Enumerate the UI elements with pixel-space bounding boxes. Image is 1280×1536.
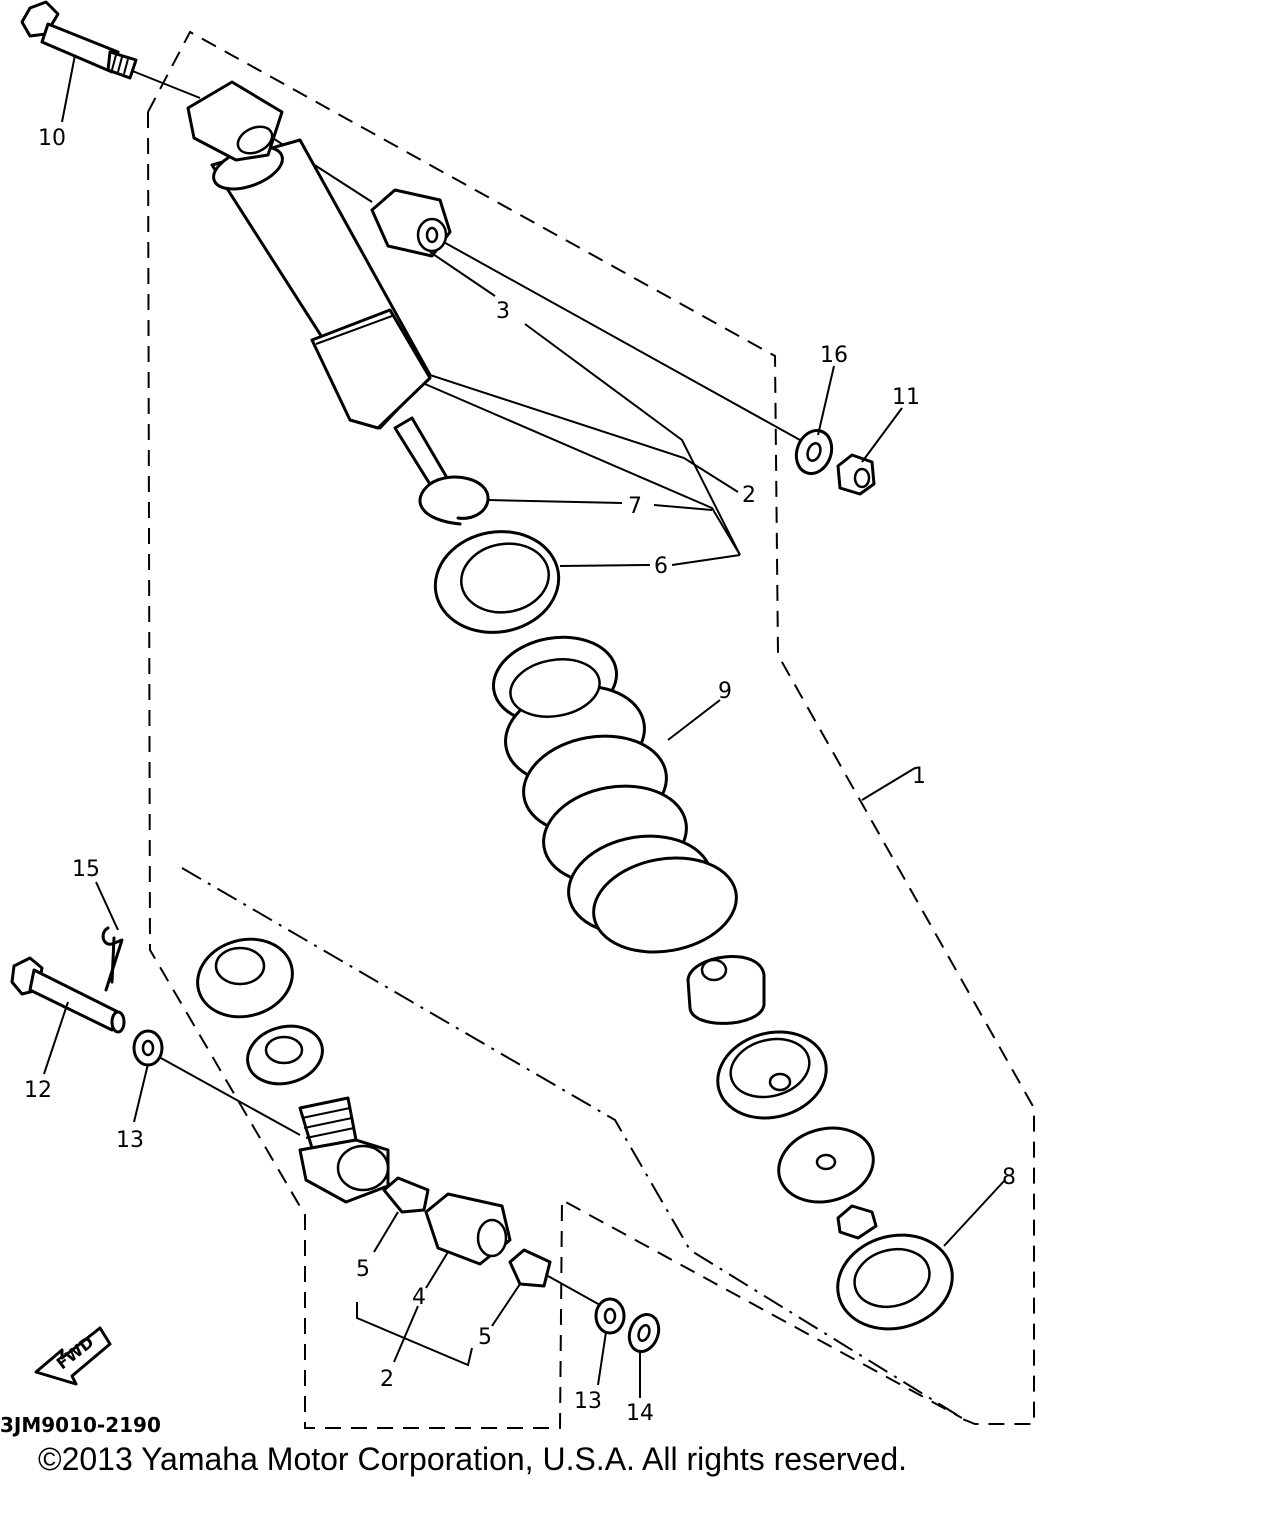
rubber-cup	[716, 1030, 828, 1120]
leader-lines	[43, 54, 1006, 1398]
upper-bolt-part-10	[20, 0, 138, 80]
callout-14: 14	[626, 1401, 654, 1426]
callout-3: 3	[496, 299, 510, 324]
callout-5-left: 5	[356, 1257, 370, 1282]
assembly-boundary	[147, 30, 1035, 1429]
copyright-notice: ©2013 Yamaha Motor Corporation, U.S.A. A…	[38, 1441, 907, 1477]
collar-part-5-left	[382, 1176, 430, 1214]
callout-12: 12	[24, 1078, 52, 1103]
callout-10: 10	[38, 126, 66, 151]
callout-2-top: 2	[742, 483, 756, 508]
collar-part-5-right	[508, 1248, 552, 1288]
callout-11: 11	[892, 385, 920, 410]
washer-part-14	[627, 1313, 661, 1353]
callout-13-right: 13	[574, 1389, 602, 1414]
callout-16: 16	[820, 343, 848, 368]
lower-bolt-axis	[149, 1051, 601, 1306]
lower-spring-seat	[196, 937, 294, 1019]
lower-lock-nut	[246, 1024, 324, 1086]
callout-2-bottom: 2	[380, 1367, 394, 1392]
coil-spring-part-9	[492, 635, 738, 954]
callout-9: 9	[718, 679, 732, 704]
washer-part-13-left	[132, 1029, 164, 1067]
callout-5-right: 5	[478, 1325, 492, 1350]
lower-bolt-part-12	[10, 956, 126, 1034]
spring-seat-part-6	[433, 530, 561, 634]
cotter-pin-part-15	[101, 926, 124, 992]
lower-clevis	[298, 1096, 390, 1204]
callout-7: 7	[628, 494, 642, 519]
lock-nut	[836, 1204, 878, 1240]
bump-rubber	[686, 955, 766, 1025]
stopper-plate	[777, 1126, 875, 1204]
callout-13-left: 13	[116, 1128, 144, 1153]
circlip-part-7	[418, 475, 490, 526]
callout-6: 6	[654, 554, 668, 579]
part-code: 3JM9010-2190	[0, 1413, 161, 1437]
bushing-part-4	[424, 1192, 512, 1266]
adjuster-ring-part-8	[836, 1233, 954, 1331]
fwd-arrow-icon: FWD	[34, 1326, 112, 1386]
callout-4: 4	[412, 1285, 426, 1310]
lower-assembly-boundary	[181, 867, 963, 1419]
callout-1: 1	[912, 764, 926, 789]
nut-part-11	[836, 453, 876, 496]
callout-15: 15	[72, 857, 100, 882]
bushing-part-3	[370, 188, 452, 258]
washer-part-13-right	[594, 1297, 626, 1335]
callout-8: 8	[1002, 1165, 1016, 1190]
washer-part-16	[794, 429, 834, 475]
callout-labels: 10 3 16 11 2 7 6 9 1 15 12 13 8 5 4 5 2 …	[24, 126, 1016, 1426]
damper-body-part-2	[186, 80, 462, 512]
